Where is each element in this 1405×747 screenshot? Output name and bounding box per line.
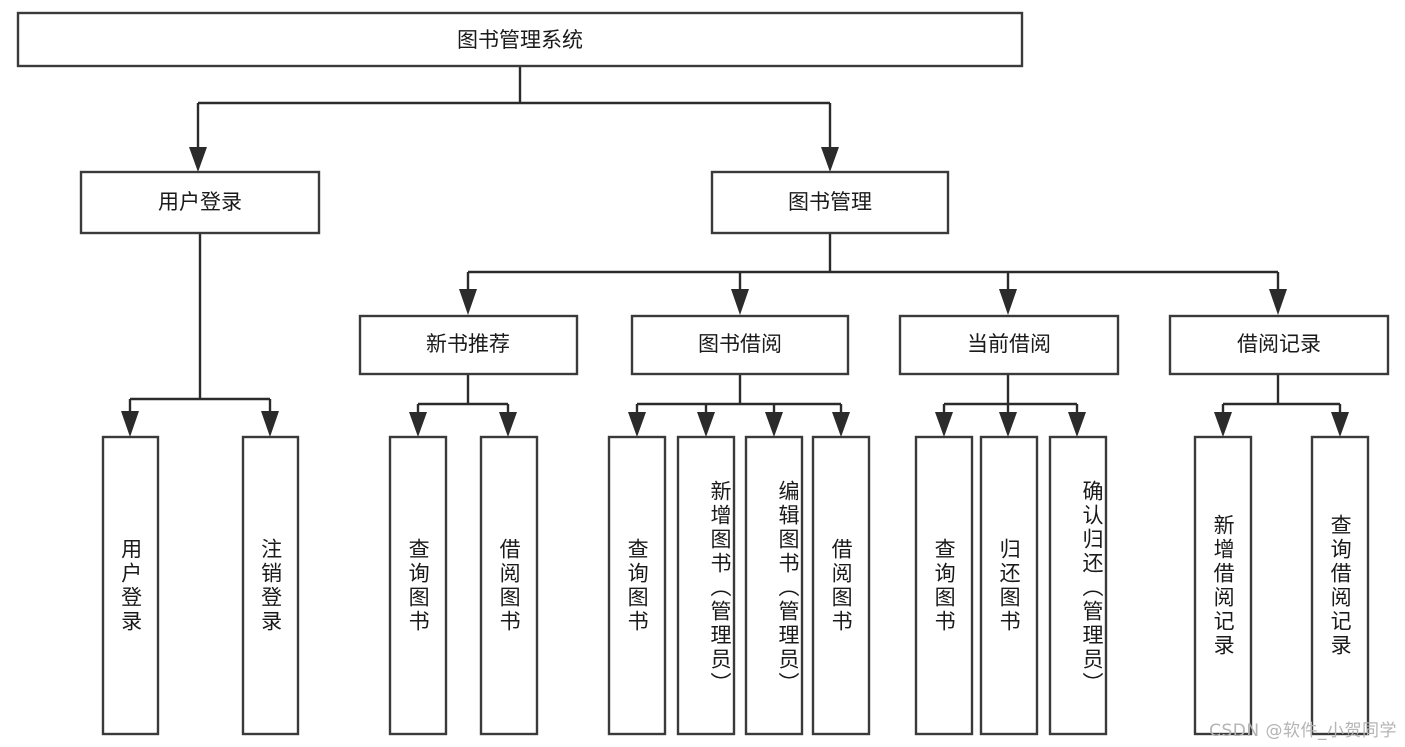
leaf-box-query-book-recommend[interactable] bbox=[388, 435, 448, 736]
arrow-head-icon bbox=[121, 411, 139, 437]
connector-current-borrow-to-leaves bbox=[935, 374, 1086, 437]
connector-user-login-to-leaves bbox=[121, 233, 279, 437]
node-borrow-record-label: 借阅记录 bbox=[1237, 332, 1321, 356]
leaf-box-borrow-book-recommend[interactable] bbox=[479, 435, 539, 736]
arrow-head-icon bbox=[832, 412, 850, 437]
node-book-borrow-label: 图书借阅 bbox=[698, 332, 782, 356]
node-root-system[interactable]: 图书管理系统 bbox=[16, 11, 1024, 68]
arrow-head-icon bbox=[261, 411, 279, 437]
leaf-box-borrow-book[interactable] bbox=[811, 435, 871, 736]
leaf-box-query-book-current[interactable] bbox=[914, 435, 974, 736]
leaf-box-logout[interactable] bbox=[241, 435, 300, 736]
arrow-head-icon bbox=[697, 412, 715, 437]
arrow-head-icon bbox=[765, 412, 783, 437]
node-borrow-record[interactable]: 借阅记录 bbox=[1168, 314, 1390, 376]
node-current-borrow-label: 当前借阅 bbox=[967, 332, 1051, 356]
connector-borrow-record-to-leaves bbox=[1214, 374, 1349, 437]
leaf-box-add-borrow-record[interactable] bbox=[1193, 435, 1253, 736]
leaf-box-user-login[interactable] bbox=[101, 435, 160, 736]
node-root-label: 图书管理系统 bbox=[457, 28, 583, 52]
connector-root-to-level2 bbox=[189, 66, 839, 172]
arrow-head-icon bbox=[1331, 412, 1349, 437]
connector-book-mgmt-to-level3 bbox=[459, 233, 1287, 315]
arrow-head-icon bbox=[1269, 289, 1287, 315]
arrow-head-icon bbox=[628, 412, 646, 437]
node-book-borrow[interactable]: 图书借阅 bbox=[630, 314, 850, 376]
leaf-box-confirm-return-admin[interactable] bbox=[1048, 435, 1108, 736]
node-user-login[interactable]: 用户登录 bbox=[79, 170, 321, 235]
connector-new-book-to-leaves bbox=[409, 374, 517, 437]
node-new-book-recommend[interactable]: 新书推荐 bbox=[358, 314, 579, 376]
node-book-management[interactable]: 图书管理 bbox=[710, 170, 950, 235]
leaf-box-query-book-borrow[interactable] bbox=[607, 435, 667, 736]
node-book-management-label: 图书管理 bbox=[788, 190, 872, 214]
arrow-head-icon bbox=[999, 412, 1017, 437]
node-user-login-label: 用户登录 bbox=[158, 190, 242, 214]
leaf-box-return-book[interactable] bbox=[979, 435, 1039, 736]
arrow-head-icon bbox=[935, 412, 953, 437]
arrow-head-icon bbox=[731, 289, 749, 315]
arrow-head-icon bbox=[821, 147, 839, 172]
arrow-head-icon bbox=[999, 289, 1017, 315]
connector-book-borrow-to-leaves bbox=[628, 374, 850, 437]
arrow-head-icon bbox=[409, 412, 427, 437]
csdn-watermark: CSDN @软件_小贺同学 bbox=[1209, 721, 1397, 741]
node-new-book-recommend-label: 新书推荐 bbox=[426, 332, 510, 356]
arrow-head-icon bbox=[459, 289, 477, 315]
node-current-borrow[interactable]: 当前借阅 bbox=[898, 314, 1120, 376]
arrow-head-icon bbox=[499, 412, 517, 437]
arrow-head-icon bbox=[1068, 412, 1086, 437]
arrow-head-icon bbox=[1214, 412, 1232, 437]
arrow-head-icon bbox=[189, 147, 207, 172]
leaf-box-edit-book-admin[interactable] bbox=[744, 435, 804, 736]
leaf-box-query-borrow-record[interactable] bbox=[1310, 435, 1370, 736]
leaf-box-add-book-admin[interactable] bbox=[676, 435, 736, 736]
